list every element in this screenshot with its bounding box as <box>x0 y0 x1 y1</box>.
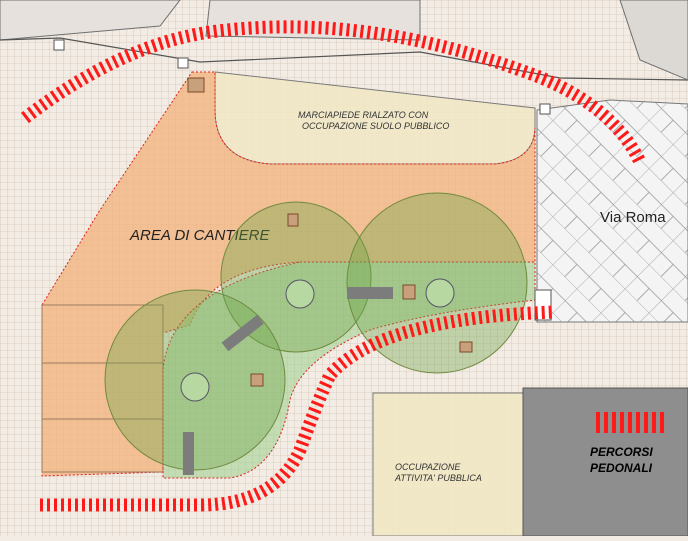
work-area <box>41 71 536 477</box>
tree-trunks <box>180 278 455 402</box>
pedestrian-paths <box>21 20 646 512</box>
benches <box>183 287 393 475</box>
sidewalk-label-2: OCCUPAZIONE SUOLO PUBBLICO <box>302 121 449 131</box>
corner-posts <box>53 39 552 321</box>
pedestrian-path-bottom <box>40 305 556 512</box>
legend-label-1: PERCORSI <box>590 445 653 459</box>
occupation-label-2: ATTIVITA' PUBBLICA <box>394 473 482 483</box>
top-building-mid <box>205 0 421 41</box>
occupation-label-1: OCCUPAZIONE <box>395 462 461 472</box>
sidewalk-label-1: MARCIAPIEDE RIALZATO CON <box>298 110 429 120</box>
top-street-edge <box>0 37 688 81</box>
via-roma-paving <box>536 99 688 323</box>
street-label: Via Roma <box>600 209 666 226</box>
legend-swatch-bars <box>596 412 664 433</box>
site-boxes <box>187 77 473 387</box>
public-occupation-area <box>372 392 524 537</box>
pedestrian-path-top <box>21 20 646 165</box>
legend: PERCORSI PEDONALI <box>590 412 664 475</box>
top-right-block <box>619 0 688 81</box>
work-area-label: AREA DI CANTIERE <box>129 227 270 244</box>
legend-label-2: PEDONALI <box>590 461 653 475</box>
top-building-left <box>0 0 181 41</box>
